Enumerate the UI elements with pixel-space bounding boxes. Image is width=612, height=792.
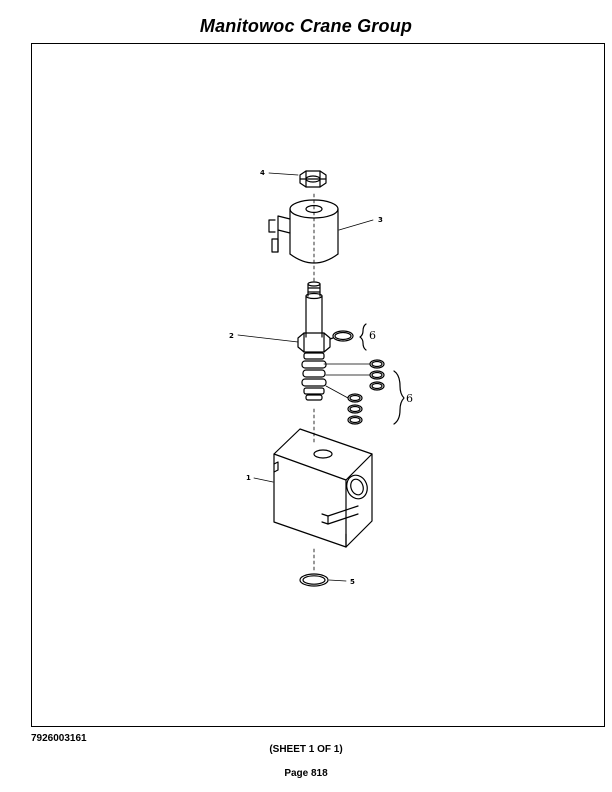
callout-3: 3 — [378, 216, 383, 224]
leader-1 — [253, 477, 274, 483]
valve-cartridge-part-2 — [297, 281, 331, 401]
brace-6-upper — [359, 323, 367, 351]
leader-3 — [338, 219, 374, 231]
o-ring-part-5 — [299, 573, 329, 587]
solenoid-coil-part-3 — [268, 199, 339, 264]
drawing-frame: 4 3 2 1 5 6 6 — [31, 43, 605, 727]
o-ring-set-6-lower — [323, 359, 385, 425]
exploded-valve-diagram: 4 3 2 1 5 6 6 — [229, 169, 413, 587]
page-number: Page 818 — [284, 768, 328, 779]
callout-2: 2 — [229, 332, 234, 340]
hex-nut-part-4 — [299, 170, 327, 188]
page-title: Manitowoc Crane Group — [199, 16, 413, 36]
callout-1: 1 — [246, 474, 251, 482]
sheet-indicator: (SHEET 1 OF 1) — [269, 744, 343, 755]
valve-body-part-1 — [273, 428, 373, 548]
leader-2 — [237, 334, 299, 343]
callout-5: 5 — [350, 578, 355, 586]
callout-6-upper: 6 — [369, 329, 376, 342]
leader-5 — [328, 579, 347, 582]
drawing-part-number: 7926003161 — [31, 733, 87, 744]
o-ring-6-upper — [329, 330, 354, 342]
callout-4: 4 — [260, 169, 265, 177]
callout-6-lower: 6 — [406, 392, 413, 405]
leader-4 — [268, 172, 299, 176]
brace-6-lower — [393, 370, 405, 425]
